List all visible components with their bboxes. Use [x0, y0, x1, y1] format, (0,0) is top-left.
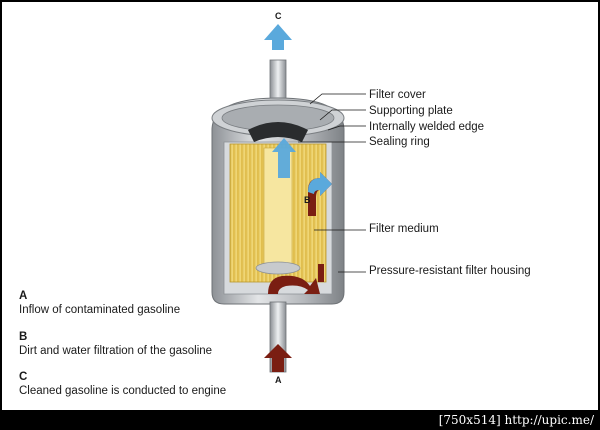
dirty-inflow-arrow: [264, 344, 292, 372]
callout-filter-medium: Filter medium: [369, 223, 439, 235]
legend-key: A: [19, 290, 28, 302]
sealing-ring: [248, 122, 308, 142]
legend-item-a: A Inflow of contaminated gasoline: [19, 289, 180, 317]
host-link[interactable]: http://upic.me/: [504, 413, 595, 427]
diagram-canvas: Filter cover Supporting plate Internally…: [2, 2, 598, 410]
marker-b: B: [304, 195, 311, 205]
marker-a: A: [275, 375, 282, 385]
fuel-filter-cutaway: [211, 24, 366, 373]
legend-desc: Cleaned gasoline is conducted to engine: [19, 385, 227, 397]
legend-desc: Dirt and water filtration of the gasolin…: [19, 345, 213, 357]
legend-item-c: C Cleaned gasoline is conducted to engin…: [19, 370, 226, 398]
marker-c: C: [275, 11, 282, 21]
legend-desc: Inflow of contaminated gasoline: [19, 304, 181, 316]
legend-key: C: [19, 371, 28, 383]
legend-key: B: [19, 331, 28, 343]
legend-item-b: B Dirt and water filtration of the gasol…: [19, 330, 212, 358]
callout-filter-cover: Filter cover: [369, 89, 426, 101]
callout-welded-edge: Internally welded edge: [369, 121, 485, 133]
image-host-footer: [750x514] http://upic.me/: [439, 410, 594, 430]
callout-supporting-plate: Supporting plate: [369, 105, 453, 117]
clean-outflow-arrow: [264, 24, 292, 50]
callout-sealing-ring: Sealing ring: [369, 136, 430, 148]
image-size-label: [750x514]: [438, 413, 501, 427]
callout-housing: Pressure-resistant filter housing: [369, 265, 531, 277]
